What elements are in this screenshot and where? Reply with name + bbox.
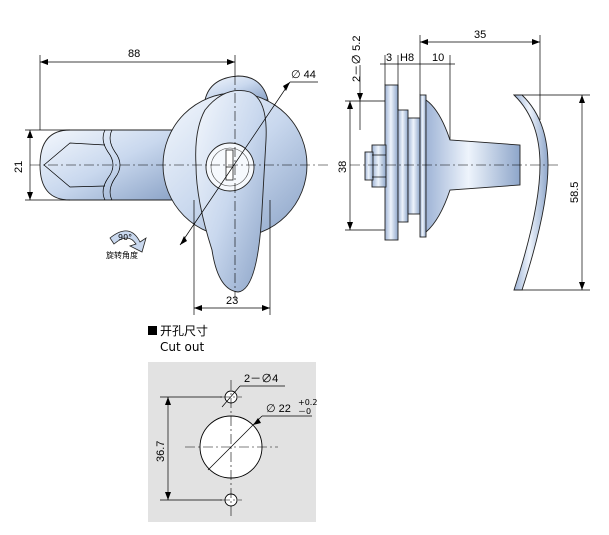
- dim-88-arrow-left: [40, 59, 48, 65]
- dim-main-hole-label: ∅ 22: [266, 403, 291, 415]
- dim-h8-label: H8: [400, 52, 414, 64]
- nut-cap: [364, 151, 374, 181]
- dim-21-label: 21: [13, 161, 25, 173]
- side-view: 2－∅ 5.2 38 3 H8 10 35 58.5: [337, 29, 590, 291]
- dim-38-arrow-top: [347, 101, 353, 109]
- key-cylinder-inner: [210, 147, 250, 187]
- dim-holes-arrow: [357, 93, 363, 101]
- dim-38-label: 38: [337, 161, 349, 173]
- dim-small-holes-leader: [221, 385, 241, 408]
- cutout-section: 开孔尺寸 Cut out 36.7 2－∅4 ∅ 22 +0.2 －0: [148, 324, 317, 522]
- dim-58-arrow-bottom: [579, 282, 585, 290]
- dim-21-arrow-top: [27, 130, 33, 138]
- mounting-plate: [384, 84, 399, 241]
- dim-23-arrow-left: [194, 305, 202, 311]
- body-collar: [407, 117, 421, 215]
- dim-88-arrow-right: [227, 59, 235, 65]
- dim-holes-label: 2－∅ 5.2: [351, 36, 363, 82]
- dim-36-arrow-bottom: [165, 492, 171, 500]
- front-view: ∅ 44 88 21 23 90° 旋转角度: [13, 48, 330, 315]
- dim-main-hole-tol-plus: +0.2: [298, 398, 317, 407]
- diameter-arrowhead-2: [180, 236, 187, 245]
- dim-58-label: 58.5: [569, 182, 581, 203]
- cutout-title-marker: [148, 326, 157, 335]
- rotation-angle-label: 90°: [118, 233, 132, 242]
- dim-35-arrow-left: [420, 39, 428, 45]
- lever-bevel-line: [43, 142, 106, 166]
- dim-35-arrow-right: [532, 39, 540, 45]
- dim-35-label: 35: [474, 29, 486, 41]
- diameter-arrowhead: [283, 82, 290, 91]
- dim-58-arrow-top: [579, 95, 585, 103]
- rotation-arrow-icon: 90°: [109, 230, 147, 253]
- dim-36-label: 36.7: [155, 441, 167, 462]
- dim-21-arrow-bottom: [27, 192, 33, 200]
- nut-left: [371, 144, 387, 188]
- dim-main-hole-arrow: [253, 418, 261, 425]
- body-rim: [419, 94, 427, 238]
- handle-t-head: [512, 94, 549, 291]
- body-flange: [397, 109, 409, 223]
- lever-break-line: [102, 129, 114, 201]
- dim-3-label: 3: [386, 52, 392, 64]
- dim-diameter-44: ∅ 44: [291, 69, 316, 81]
- lever-bevel-line-2: [43, 164, 106, 188]
- dim-main-hole-tol-minus: －0: [298, 407, 311, 416]
- handle-neck: [425, 99, 521, 233]
- dim-10-label: 10: [432, 52, 444, 64]
- dim-36-arrow-top: [165, 397, 171, 405]
- cutout-title-en: Cut out: [160, 340, 204, 354]
- dim-small-holes-label: 2－∅4: [244, 373, 278, 385]
- cutout-title-cn: 开孔尺寸: [160, 324, 208, 338]
- dim-88-label: 88: [128, 48, 140, 60]
- dim-23-arrow-right: [262, 305, 270, 311]
- dim-23-label: 23: [226, 295, 238, 307]
- rotation-label: 旋转角度: [106, 250, 138, 260]
- dim-38-arrow-bottom: [347, 222, 353, 230]
- diameter-leader: [179, 81, 291, 246]
